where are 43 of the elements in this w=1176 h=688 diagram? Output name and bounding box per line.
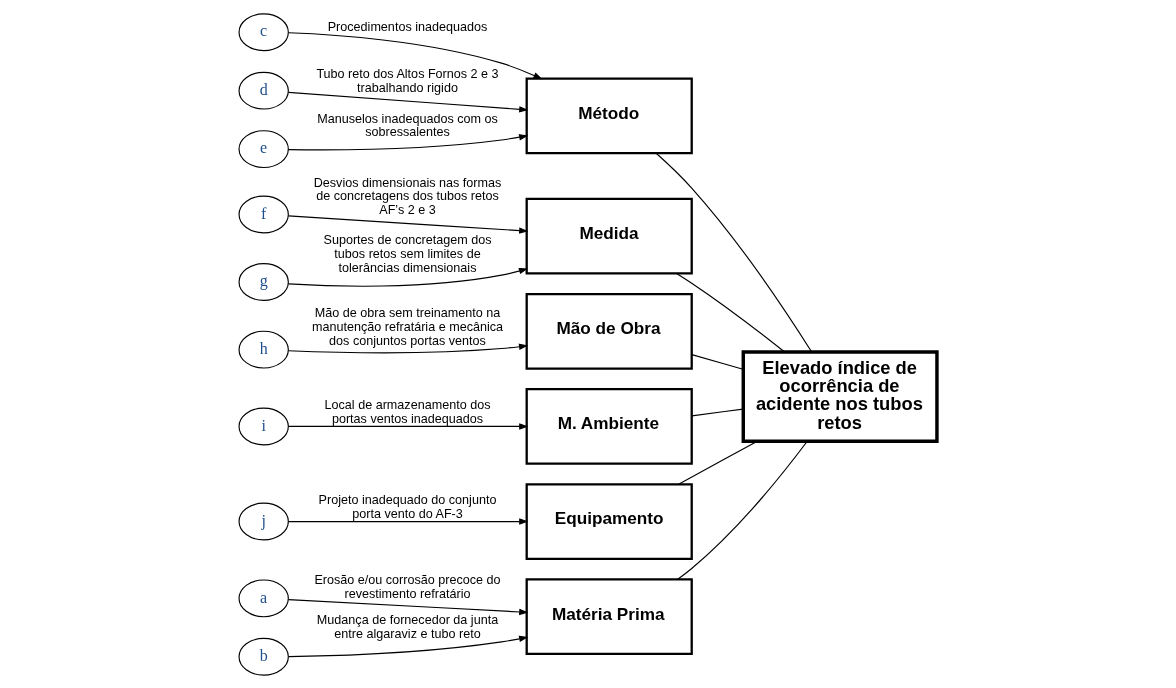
node-box: Elevado índice de ocorrência de acidente nos tubos retos <box>741 349 939 443</box>
arrow <box>287 635 529 657</box>
connector <box>691 353 744 370</box>
node-ellipse: d <box>238 71 289 110</box>
node-ellipse: h <box>238 330 289 369</box>
edge-label: Local de armazenamento dos portas ventos inadequados <box>324 397 491 426</box>
edge-label: Manuselos inadequados com os sobressalentes <box>317 111 498 139</box>
arrow <box>287 343 529 353</box>
node-ellipse: g <box>238 262 289 301</box>
node-ellipse: j <box>238 502 289 540</box>
edge-label: Erosão e/ou corrosão precoce do revestimento refratário <box>314 572 501 601</box>
connector <box>676 272 785 352</box>
arrow <box>287 91 529 113</box>
arrow <box>287 267 529 287</box>
edge-label: Mudança de fornecedor da junta entre algaraviz e tubo reto <box>316 612 499 641</box>
edge-label: Desvios dimensionais nas formas de concretagens dos tubos retos AF’s 2 e 3 <box>313 175 502 217</box>
arrow <box>287 517 529 525</box>
edge-label: Suportes de concretagem dos tubos retos sem limites de tolerâncias dimensionais <box>323 232 492 275</box>
node-ellipse: i <box>238 407 289 445</box>
node-box: Método <box>525 77 693 154</box>
node-box: Equipamento <box>525 482 693 560</box>
edge-label: Procedimentos inadequados <box>327 19 488 34</box>
node-ellipse: e <box>238 129 289 168</box>
connector <box>677 440 808 580</box>
node-ellipse: a <box>238 578 289 617</box>
node-ellipse: b <box>238 637 289 676</box>
arrow <box>287 422 529 430</box>
connector <box>655 152 813 352</box>
edge-label: Tubo reto dos Altos Fornos 2 e 3 trabalhando rigido <box>316 66 499 95</box>
node-box: Mão de Obra <box>525 292 693 370</box>
arrow <box>287 133 529 150</box>
node-box: M. Ambiente <box>525 387 693 465</box>
node-ellipse: f <box>238 195 289 233</box>
node-box: Medida <box>525 197 693 275</box>
node-box: Matéria Prima <box>525 577 693 655</box>
arrow <box>287 31 543 79</box>
arrow <box>287 214 529 234</box>
edge-label: Projeto inadequado do conjunto porta vento do AF-3 <box>318 492 497 521</box>
edge-label: Mão de obra sem treinamento na manutenção refratária e mecânica dos conjuntos portas ventos <box>311 305 504 348</box>
connector <box>678 440 758 485</box>
arrow <box>287 598 529 615</box>
node-ellipse: c <box>238 12 289 51</box>
connector <box>691 408 744 416</box>
